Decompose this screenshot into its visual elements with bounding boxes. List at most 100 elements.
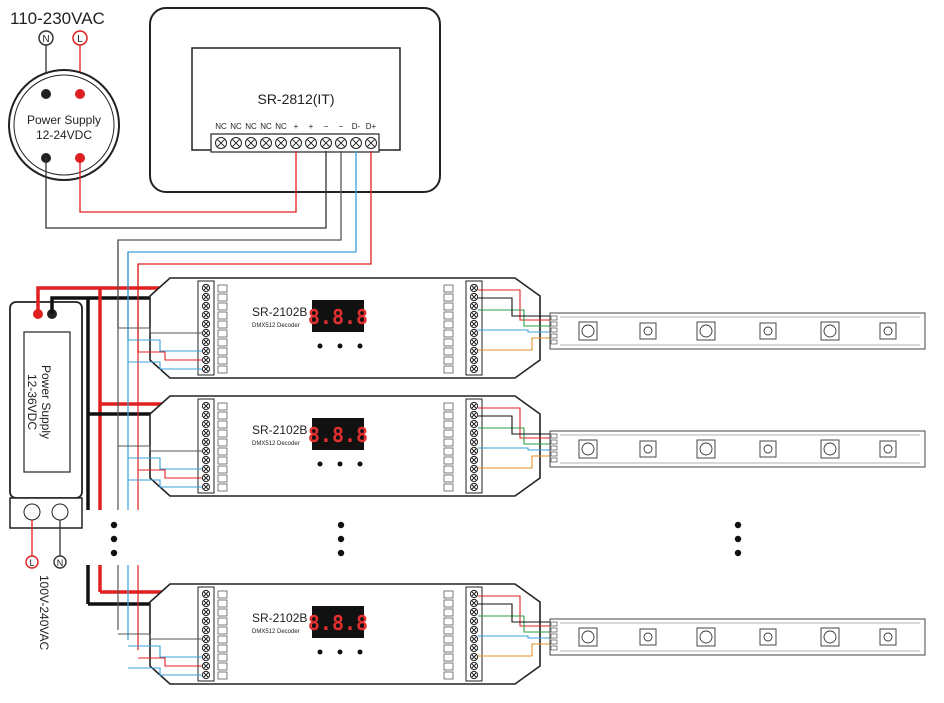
decoder-input-terminal: [201, 346, 211, 356]
decoder-button[interactable]: [337, 649, 343, 655]
strip-pad: [550, 621, 558, 627]
controller-terminal-label: +: [309, 122, 314, 131]
led-chip: [696, 321, 716, 341]
controller-terminal-label: −: [339, 122, 344, 131]
decoder-input-terminal: [201, 670, 211, 680]
side-power-supply: Power Supply 12-36VDC: [9, 301, 83, 529]
decoder-output-terminal: [469, 437, 479, 447]
side-mains: L N 100V-240VAC: [25, 520, 67, 650]
led-strip: [549, 312, 926, 350]
decoder-output-terminal: [469, 419, 479, 429]
decoder-signal-wires: [118, 445, 202, 488]
side-n-label: N: [57, 558, 64, 568]
strip-pad: [550, 633, 558, 639]
decoder-input-terminal: [201, 301, 211, 311]
decoder-input-terminal: [201, 419, 211, 429]
led-chip: [578, 321, 598, 341]
decoder-input-terminal: [201, 292, 211, 302]
side-psu-line2: 12-36VDC: [25, 374, 39, 430]
decoder-output-terminal: [469, 283, 479, 293]
decoder-model-label: SR-2102B: [252, 305, 307, 319]
decoder-button[interactable]: [317, 461, 323, 467]
decoder-button[interactable]: [337, 461, 343, 467]
controller-screw-terminal: [215, 137, 227, 149]
decoder-input-terminal: [201, 652, 211, 662]
signal-bus: [117, 240, 139, 650]
decoder-input-terminal: [201, 634, 211, 644]
decoder-output-terminal: [469, 661, 479, 671]
led-chip: [639, 322, 657, 340]
led-chip: [759, 628, 777, 646]
continuation-dot: [734, 521, 742, 529]
decoder-button[interactable]: [317, 649, 323, 655]
decoder-button[interactable]: [317, 343, 323, 349]
decoder-input-terminal: [201, 661, 211, 671]
continuation-dot: [337, 535, 345, 543]
decoder-input-terminal: [201, 607, 211, 617]
decoder-input-terminal: [201, 473, 211, 483]
decoder-output-terminal: [469, 301, 479, 311]
decoder-output-terminal: [469, 428, 479, 438]
decoder-output-terminal: [469, 319, 479, 329]
led-chip: [820, 627, 840, 647]
led-chip: [820, 321, 840, 341]
decoder-input-terminal: [201, 319, 211, 329]
decoder-input-terminal: [201, 437, 211, 447]
led-strip: [549, 430, 926, 468]
decoder-button[interactable]: [357, 343, 363, 349]
decoder-output-terminal: [469, 473, 479, 483]
decoder-output-terminal: [469, 455, 479, 465]
controller-terminal-label: NC: [275, 122, 287, 131]
continuation-dot: [734, 549, 742, 557]
decoder-signal-wires: [118, 327, 202, 370]
decoder-led-display: 8.8.8: [308, 418, 368, 450]
controller-screw-terminal: [245, 137, 257, 149]
continuation-dot: [734, 535, 742, 543]
decoder-input-terminal: [201, 616, 211, 626]
decoder-input-terminal: [201, 446, 211, 456]
decoder-button[interactable]: [357, 461, 363, 467]
led-chip: [639, 440, 657, 458]
controller-sr2812: SR-2812(IT): [149, 7, 441, 193]
controller-screw-terminal: [350, 137, 362, 149]
decoder-output-terminal: [469, 464, 479, 474]
decoder-input-terminal: [201, 283, 211, 293]
controller-terminal-label: NC: [215, 122, 227, 131]
decoder-output-terminal: [469, 364, 479, 374]
round-psu-line2: 12-24VDC: [36, 128, 92, 142]
decoder-signal-wires: [118, 633, 202, 676]
strip-pad: [550, 627, 558, 633]
strip-pad: [550, 315, 558, 321]
controller-terminal-label: NC: [245, 122, 257, 131]
decoder-button[interactable]: [337, 343, 343, 349]
decoder-subtitle: DMX512 Decoder: [252, 629, 300, 635]
decoder-input-terminal: [201, 310, 211, 320]
decoder-output-terminal: [469, 328, 479, 338]
decoder-input-terminal: [201, 464, 211, 474]
side-l-label: L: [29, 558, 34, 568]
decoder-output-terminal: [469, 446, 479, 456]
strip-pad: [550, 457, 558, 463]
decoder-input-terminal: [201, 428, 211, 438]
continuation-dot: [337, 521, 345, 529]
decoder-input-terminal: [201, 328, 211, 338]
decoder-button[interactable]: [357, 649, 363, 655]
strip-pad: [550, 321, 558, 327]
decoder-output-terminal: [469, 643, 479, 653]
controller-screw-terminal: [320, 137, 332, 149]
mains-voltage-label: 110-230VAC: [10, 9, 105, 28]
decoder-model-label: SR-2102B: [252, 423, 307, 437]
led-chip: [696, 627, 716, 647]
decoder-output-terminal: [469, 410, 479, 420]
strip-pad: [550, 439, 558, 445]
controller-terminal-label: D-: [352, 122, 361, 131]
led-chip: [879, 440, 897, 458]
mains-n-terminal: N: [38, 30, 54, 46]
controller-screw-terminal: [290, 137, 302, 149]
decoder-output-wires: [478, 289, 556, 351]
decoder-input-terminal: [201, 625, 211, 635]
decoder-input-terminal: [201, 598, 211, 608]
decoder-input-terminal: [201, 643, 211, 653]
